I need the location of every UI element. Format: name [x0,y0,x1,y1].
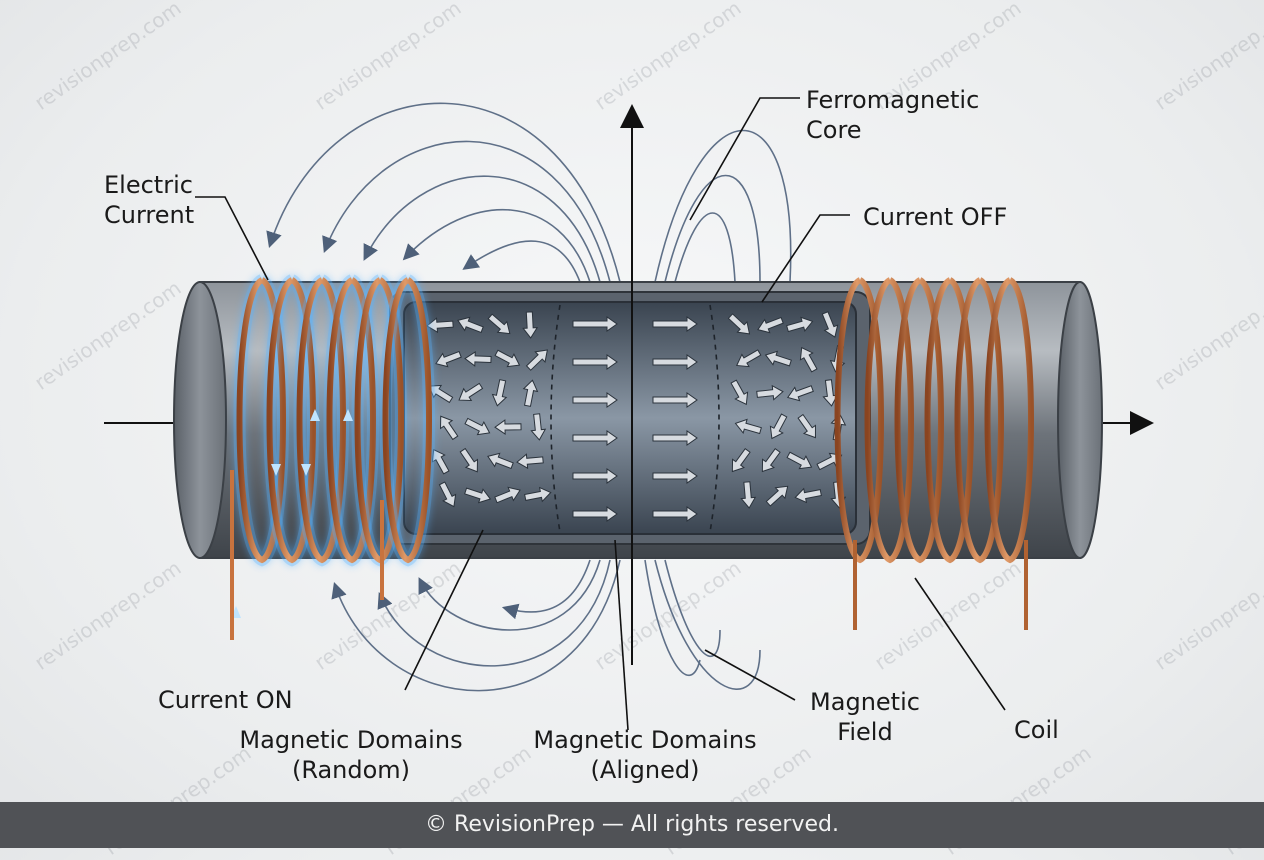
copyright-footer: © RevisionPrep — All rights reserved. [0,802,1264,848]
coil-turn [864,277,914,564]
label-current-on: Current ON [158,686,293,714]
domain-arrow [459,447,478,473]
domain-arrow [487,452,514,470]
label-coil: Coil [1014,716,1059,744]
coil-current-on [231,274,435,618]
coil-turn [236,277,286,564]
domain-arrow [494,419,522,436]
domain-arrow [516,453,544,470]
domain-arrow [765,485,789,507]
domain-arrow [494,486,521,504]
domain-boundary-right [709,304,720,533]
coil-turn [382,277,432,564]
domain-arrow [756,384,784,401]
domain-arrow [652,468,698,484]
coil-turn [296,277,346,564]
domain-arrow [769,413,788,440]
domain-arrow [428,384,454,404]
domain-arrow [530,413,547,441]
coil-turn [924,277,974,564]
coil-turn [266,277,316,564]
current-direction-arrow [310,409,320,421]
domain-arrow [431,448,450,475]
domain-arrow [786,451,813,470]
domain-arrow [435,350,462,368]
domain-arrow [524,486,552,503]
domain-arrow [652,506,698,522]
coil-turn [984,277,1034,564]
coil-turn [894,277,944,564]
current-direction-arrow [271,464,281,476]
domain-arrow [458,382,484,402]
domain-arrow [761,448,781,473]
domain-arrow [740,481,757,509]
domain-arrow [572,354,618,370]
domain-arrow [764,350,792,367]
domain-arrow [464,487,492,504]
current-direction-arrow [343,409,353,421]
domain-arrow [652,430,698,446]
domain-arrow [525,349,548,371]
domain-arrow [652,354,698,370]
coil-turn [834,277,884,564]
domain-arrow [522,311,539,339]
domain-arrow [440,415,459,441]
label-current-off: Current OFF [863,203,1008,231]
domain-arrow [572,468,618,484]
domain-arrow [794,487,822,504]
domain-arrow [735,349,762,368]
magnetic-field-lines [266,102,792,692]
domain-arrow [731,448,751,473]
electromagnet-diagram [104,97,1154,731]
domain-arrow [487,313,511,335]
domain-arrow [572,392,618,408]
domain-arrow [572,430,618,446]
domain-arrow [727,313,751,335]
domain-arrows [426,311,847,522]
domain-arrow [652,316,698,332]
domain-arrow [786,316,814,333]
domain-arrow [786,385,814,402]
domain-arrow [797,413,816,439]
coil-turn [326,277,376,564]
domain-arrow [757,316,784,334]
domain-arrow [426,317,454,334]
coil-leads [227,470,1028,640]
domain-arrow [730,379,749,406]
label-domains-aligned: Magnetic Domains(Aligned) [533,726,757,784]
domain-arrow [822,379,839,407]
domain-boundary-left [550,304,561,533]
coil-turn [954,277,1004,564]
coil-current-off [834,277,1034,564]
domain-arrow [491,379,508,407]
domain-arrow [821,311,839,338]
domain-arrow [464,417,491,436]
domain-arrow [572,506,618,522]
domain-arrow [572,316,618,332]
domain-arrow [438,481,457,508]
label-domains-random: Magnetic Domains(Random) [239,726,463,784]
domain-arrow [464,350,492,367]
domain-arrow [522,379,539,407]
domain-arrow [652,392,698,408]
domain-arrow [457,316,484,334]
leader-lines [195,97,1006,731]
domain-arrow [799,346,818,373]
domain-arrow [734,418,762,435]
domain-arrow [494,349,521,368]
current-direction-arrow [301,464,311,476]
